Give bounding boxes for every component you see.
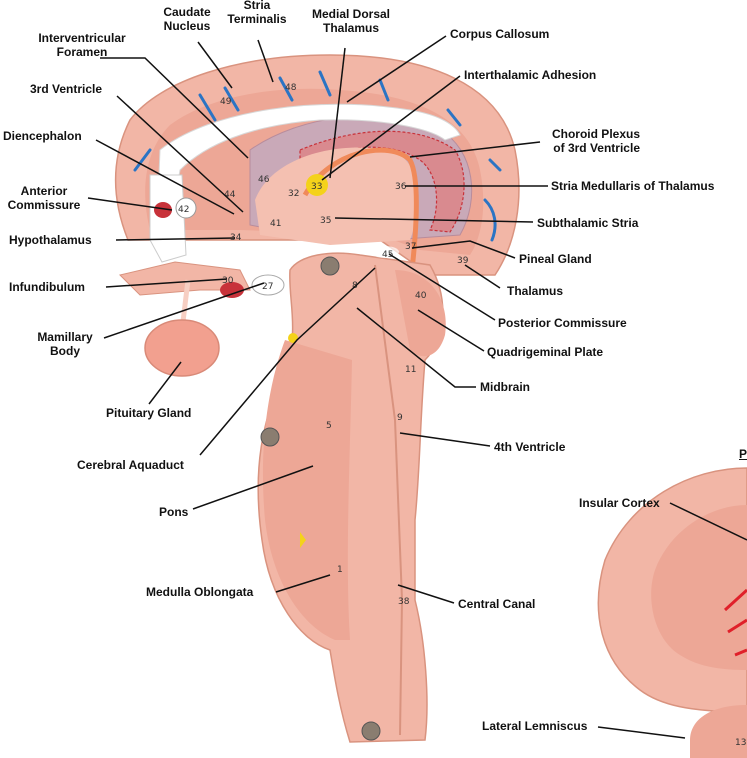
label-pituitary-gland: Pituitary Gland [106, 406, 191, 420]
label-fourth-ventricle: 4th Ventricle [494, 440, 565, 454]
model-number-32: 32 [288, 189, 299, 199]
label-medial-dorsal-thalamus-line2: Thalamus [303, 21, 399, 35]
model-number-11: 11 [405, 365, 416, 375]
label-interventricular-foramen-line1: Interventricular [26, 31, 138, 45]
model-number-38: 38 [398, 597, 410, 607]
label-stria-terminalis-line2: Terminalis [222, 12, 292, 26]
model-number-35: 35 [320, 216, 331, 226]
label-lateral-lemniscus: Lateral Lemniscus [482, 719, 587, 733]
screw-top [321, 257, 339, 275]
leader-lateral-lemniscus [598, 727, 685, 738]
label-choroid-plexus: Choroid Plexus of 3rd Ventricle [530, 127, 640, 155]
label-pons: Pons [159, 505, 188, 519]
label-caudate-nucleus-line2: Nucleus [152, 19, 222, 33]
pituitary-gland-shape [145, 320, 219, 376]
label-corpus-callosum: Corpus Callosum [450, 27, 549, 41]
label-anterior-commissure: Anterior Commissure [2, 184, 86, 212]
model-number-46: 46 [258, 175, 270, 185]
label-anterior-commissure-line2: Commissure [2, 198, 86, 212]
label-cerebral-aqueduct: Cerebral Aquaduct [77, 458, 184, 472]
label-mamillary-body-line1: Mamillary [28, 330, 102, 344]
screw-bottom [362, 722, 380, 740]
label-mamillary-body-line2: Body [28, 344, 102, 358]
label-interventricular-foramen: Interventricular Foramen [26, 31, 138, 59]
label-mamillary-body: Mamillary Body [28, 330, 102, 358]
label-hypothalamus: Hypothalamus [9, 233, 92, 247]
model-number-41: 41 [270, 219, 281, 229]
partial-lower-tissue [690, 705, 747, 758]
model-number-36: 36 [395, 182, 407, 192]
label-medial-dorsal-thalamus: Medial Dorsal Thalamus [303, 7, 399, 35]
label-choroid-plexus-line2: of 3rd Ventricle [530, 141, 640, 155]
anterior-white-block [150, 175, 186, 262]
model-number-40: 40 [415, 291, 427, 301]
model-number-5: 5 [326, 421, 332, 431]
label-pineal-gland: Pineal Gland [519, 252, 592, 266]
label-midbrain: Midbrain [480, 380, 530, 394]
label-infundibulum: Infundibulum [9, 280, 85, 294]
model-number-9: 9 [397, 413, 403, 423]
label-thalamus: Thalamus [507, 284, 563, 298]
label-central-canal: Central Canal [458, 597, 535, 611]
screw-pons [261, 428, 279, 446]
label-partial-edge-letter: P [739, 447, 747, 461]
model-number-33: 33 [311, 182, 322, 192]
label-posterior-commissure: Posterior Commissure [498, 316, 627, 330]
model-number-49: 49 [220, 97, 232, 107]
label-caudate-nucleus-line1: Caudate [152, 5, 222, 19]
label-medulla-oblongata: Medulla Oblongata [146, 585, 253, 599]
model-number-13: 13 [735, 738, 746, 748]
model-number-48: 48 [285, 83, 297, 93]
model-number-1: 1 [337, 565, 343, 575]
label-choroid-plexus-line1: Choroid Plexus [530, 127, 640, 141]
label-caudate-nucleus: Caudate Nucleus [152, 5, 222, 33]
label-anterior-commissure-line1: Anterior [2, 184, 86, 198]
pons-bulge [263, 340, 352, 640]
label-insular-cortex: Insular Cortex [579, 496, 660, 510]
label-stria-terminalis-line1: Stria [222, 0, 292, 12]
label-interventricular-foramen-line2: Foramen [26, 45, 138, 59]
model-number-44: 44 [224, 190, 236, 200]
label-quadrigeminal-plate: Quadrigeminal Plate [487, 345, 603, 359]
label-stria-medullaris: Stria Medullaris of Thalamus [551, 179, 714, 193]
model-number-30: 30 [222, 276, 234, 286]
model-number-42: 42 [178, 205, 189, 215]
label-stria-terminalis: Stria Terminalis [222, 0, 292, 26]
label-diencephalon: Diencephalon [3, 129, 82, 143]
label-interthalamic-adhesion: Interthalamic Adhesion [464, 68, 596, 82]
label-third-ventricle: 3rd Ventricle [30, 82, 102, 96]
model-number-39: 39 [457, 256, 469, 266]
label-medial-dorsal-thalamus-line1: Medial Dorsal [303, 7, 399, 21]
label-subthalamic-stria: Subthalamic Stria [537, 216, 638, 230]
